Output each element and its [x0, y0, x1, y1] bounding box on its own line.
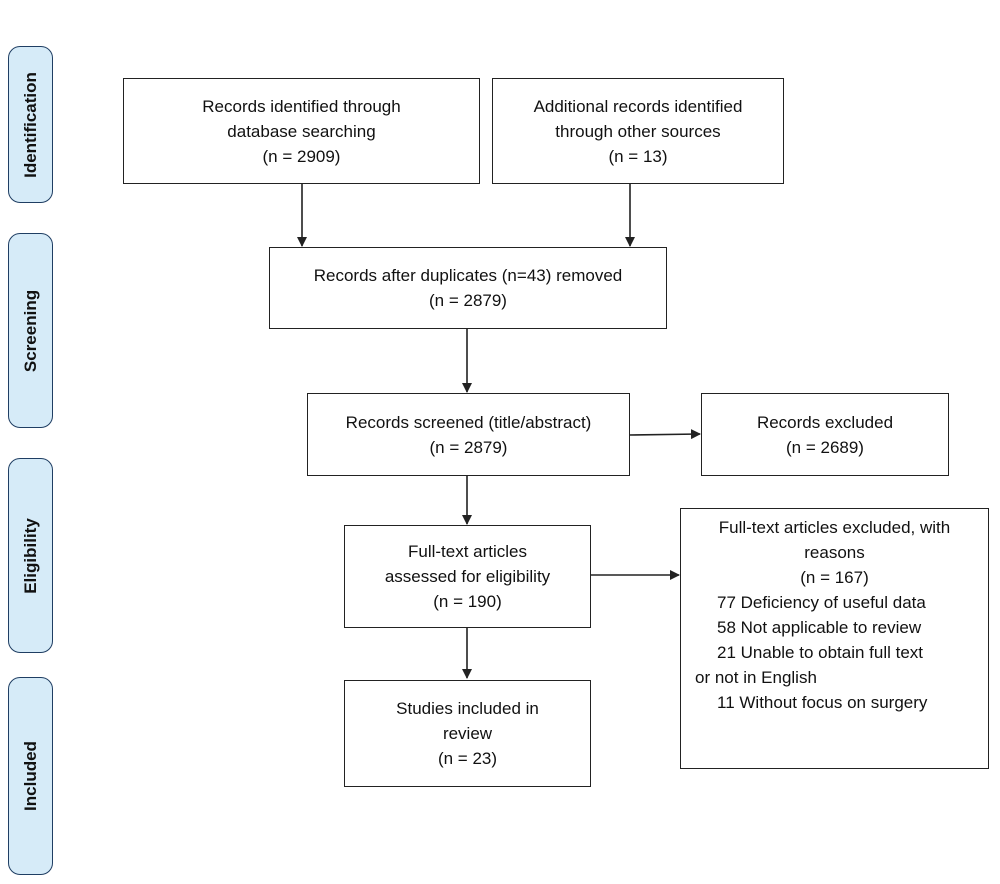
exclusion-reason-2: 58 Not applicable to review: [717, 618, 922, 637]
other-sources-line2: through other sources: [555, 121, 721, 141]
box-full-text-assessed: Full-text articles assessed for eligibil…: [344, 525, 591, 628]
phase-eligibility: Eligibility: [8, 458, 53, 653]
full-text-assessed-line1: Full-text articles: [407, 542, 528, 561]
included-studies-line2: review: [442, 724, 493, 743]
box-records-screened: Records screened (title/abstract) (n = 2…: [307, 393, 630, 476]
box-included-studies: Studies included in review (n = 23): [344, 680, 591, 787]
other-sources-line1: Additional records identified: [533, 96, 743, 116]
full-text-assessed-count: (n = 190): [433, 592, 502, 611]
duplicates-removed-count: (n = 2879): [429, 291, 507, 310]
phase-identification: Identification: [8, 46, 53, 203]
exclusion-reason-3a: 21 Unable to obtain full text: [717, 643, 924, 662]
full-text-excluded-line1: Full-text articles excluded, with: [718, 518, 951, 537]
box-other-sources: Additional records identified through ot…: [492, 78, 784, 184]
full-text-assessed-line2: assessed for eligibility: [384, 567, 551, 586]
exclusion-reason-1: 77 Deficiency of useful data: [717, 593, 926, 612]
exclusion-reason-3b: or not in English: [695, 668, 817, 687]
records-excluded-line1: Records excluded: [756, 412, 894, 432]
box-database-search: Records identified through database sear…: [123, 78, 480, 184]
full-text-excluded-count: (n = 167): [800, 568, 869, 587]
phase-screening: Screening: [8, 233, 53, 428]
database-search-line1: Records identified through: [202, 96, 401, 116]
records-excluded-count: (n = 2689): [786, 437, 864, 457]
box-records-excluded: Records excluded (n = 2689): [701, 393, 949, 476]
phase-included: Included: [8, 677, 53, 875]
records-screened-line1: Records screened (title/abstract): [345, 412, 592, 432]
included-studies-line1: Studies included in: [396, 699, 539, 718]
other-sources-count: (n = 13): [608, 146, 668, 166]
arrow-screened-to-excluded: [628, 429, 701, 440]
box-duplicates-removed: Records after duplicates (n=43) removed …: [269, 247, 667, 329]
duplicates-removed-line1: Records after duplicates (n=43) removed: [313, 266, 623, 285]
full-text-excluded-line2: reasons: [804, 543, 865, 562]
database-search-line2: database searching: [227, 121, 376, 141]
box-full-text-excluded: Full-text articles excluded, with reason…: [680, 508, 989, 769]
exclusion-reason-4: 11 Without focus on surgery: [717, 693, 928, 712]
included-studies-count: (n = 23): [437, 749, 498, 768]
records-screened-count: (n = 2879): [429, 437, 508, 457]
database-search-count: (n = 2909): [262, 146, 341, 166]
